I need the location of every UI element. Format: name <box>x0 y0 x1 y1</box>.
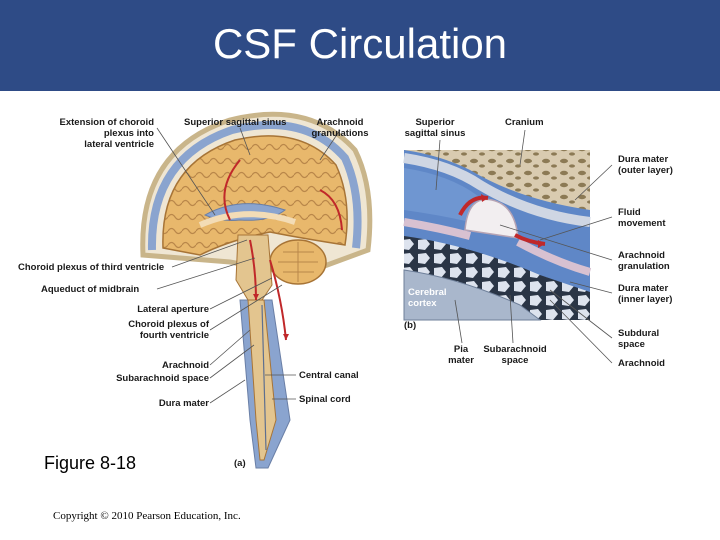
label-arachnoid-granulations: Arachnoid granulations <box>305 117 375 139</box>
label-line: granulation <box>618 261 670 272</box>
label-line: (outer layer) <box>618 165 673 176</box>
label-line: fourth ventricle <box>139 330 209 341</box>
label-line: mater <box>448 355 474 366</box>
label-aqueduct-midbrain: Aqueduct of midbrain <box>41 284 140 295</box>
label-dura-outer: Dura mater (outer layer) <box>618 154 673 176</box>
label-subarachnoid-space-a: Subarachnoid space <box>116 373 209 384</box>
label-line: space <box>501 355 529 366</box>
label-subdural-space: Subdural space <box>618 328 659 350</box>
figure-caption: Figure 8-18 <box>44 453 137 473</box>
slide-title: CSF Circulation <box>212 20 508 67</box>
label-subarachnoid-space-b: Subarachnoid space <box>478 344 552 366</box>
label-line: Fluid <box>618 207 641 218</box>
panel-a-letter: (a) <box>234 458 246 469</box>
label-line: Cerebral <box>408 287 447 298</box>
label-line: granulations <box>311 128 369 139</box>
label-cranium: Cranium <box>505 117 544 128</box>
label-line: space <box>618 339 645 350</box>
label-line: sagittal sinus <box>404 128 466 139</box>
label-lateral-aperture: Lateral aperture <box>137 304 209 315</box>
panel-b-letter: (b) <box>404 320 417 331</box>
label-fluid-movement: Fluid movement <box>618 207 666 229</box>
label-superior-sagittal-sinus-b: Superior sagittal sinus <box>398 117 472 139</box>
label-line: plexus into <box>103 128 154 139</box>
label-line: Arachnoid <box>618 250 665 261</box>
label-line: Subdural <box>618 328 660 339</box>
label-arachnoid-b: Arachnoid <box>618 358 665 369</box>
label-line: Choroid plexus of <box>128 319 209 330</box>
label-arachnoid-a: Arachnoid <box>162 360 209 371</box>
label-extension-choroid: Extension of choroid plexus into lateral… <box>30 117 154 150</box>
label-line: Pia <box>453 344 469 355</box>
label-pia-mater: Pia mater <box>440 344 482 366</box>
label-dura-inner: Dura mater (inner layer) <box>618 283 672 305</box>
label-dura-mater-a: Dura mater <box>158 398 209 409</box>
label-line: Dura mater <box>618 154 669 165</box>
panel-a-drawing <box>140 111 373 469</box>
label-line: movement <box>618 218 666 229</box>
label-line: lateral ventricle <box>84 139 154 150</box>
label-cerebral-cortex: Cerebral cortex <box>408 287 447 309</box>
label-line: Arachnoid <box>316 117 364 128</box>
label-spinal-cord: Spinal cord <box>299 394 351 405</box>
panel-b-drawing <box>403 129 613 364</box>
copyright-notice: Copyright © 2010 Pearson Education, Inc. <box>53 510 241 522</box>
label-central-canal: Central canal <box>299 370 359 381</box>
label-line: cortex <box>408 298 437 309</box>
label-superior-sagittal-sinus: Superior sagittal sinus <box>184 117 287 128</box>
label-line: (inner layer) <box>618 294 673 305</box>
title-bar <box>0 0 720 91</box>
label-line: Subarachnoid <box>483 344 547 355</box>
label-line: Dura mater <box>618 283 669 294</box>
label-line: Superior <box>415 117 455 128</box>
label-arachnoid-granulation: Arachnoid granulation <box>618 250 670 272</box>
label-choroid-plexus-third: Choroid plexus of third ventricle <box>18 262 165 273</box>
label-choroid-plexus-fourth: Choroid plexus of fourth ventricle <box>100 319 209 341</box>
label-line: Extension of choroid <box>59 117 154 128</box>
